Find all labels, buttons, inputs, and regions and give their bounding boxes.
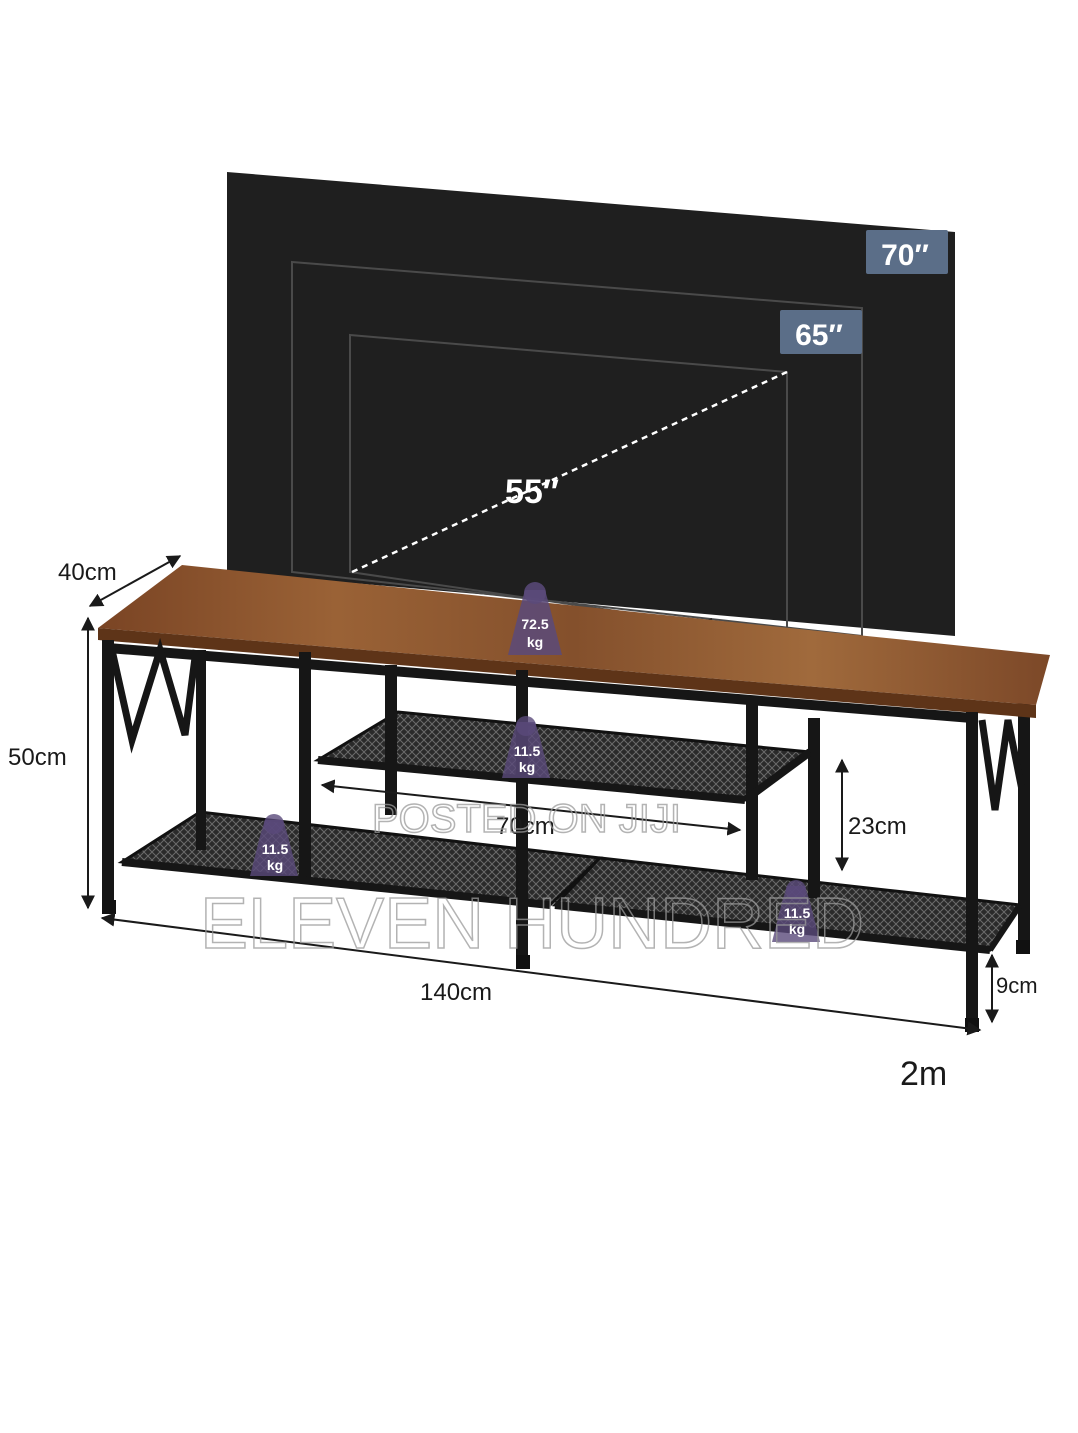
tv-screen bbox=[227, 172, 955, 636]
side-brace-left bbox=[108, 637, 200, 754]
dimension-lines bbox=[81, 555, 999, 1036]
length-label: 140cm bbox=[420, 979, 492, 1006]
weight-icon-top: 72.5 kg bbox=[508, 582, 562, 655]
tv-size-55-label: 55″ bbox=[505, 473, 559, 511]
height-label: 50cm bbox=[8, 744, 67, 771]
diagonal-dashed-line bbox=[351, 370, 788, 574]
svg-text:kg: kg bbox=[527, 634, 543, 650]
badge-65 bbox=[780, 310, 862, 354]
side-brace-right bbox=[978, 719, 1026, 811]
tv-size-70-label: 70″ bbox=[881, 239, 929, 272]
svg-text:72.5: 72.5 bbox=[521, 616, 548, 632]
watermark-seller: ELEVEN HUNDRED bbox=[200, 884, 864, 964]
tv-size-65-label: 65″ bbox=[795, 319, 843, 352]
badge-70 bbox=[866, 230, 948, 274]
inner-width-label: 70cm bbox=[496, 813, 555, 840]
svg-text:kg: kg bbox=[267, 857, 283, 873]
shelf-gap-label: 23cm bbox=[848, 813, 907, 840]
svg-text:11.5: 11.5 bbox=[262, 841, 289, 857]
wood-tabletop-edge bbox=[98, 628, 1036, 718]
leg-clearance-label: 9cm bbox=[996, 973, 1038, 998]
television: 70″ 65″ 55″ bbox=[227, 172, 955, 656]
weight-icon-bottom-left: 11.5 kg bbox=[250, 814, 298, 876]
watermark-posted: POSTED ON JIJI bbox=[372, 797, 681, 841]
wood-tabletop bbox=[98, 565, 1050, 705]
depth-label: 40cm bbox=[58, 559, 117, 586]
svg-text:kg: kg bbox=[519, 759, 535, 775]
svg-text:11.5: 11.5 bbox=[514, 743, 541, 759]
weight-icon-middle-shelf: 11.5 kg bbox=[502, 716, 550, 778]
length-note-label: 2m bbox=[900, 1055, 947, 1093]
